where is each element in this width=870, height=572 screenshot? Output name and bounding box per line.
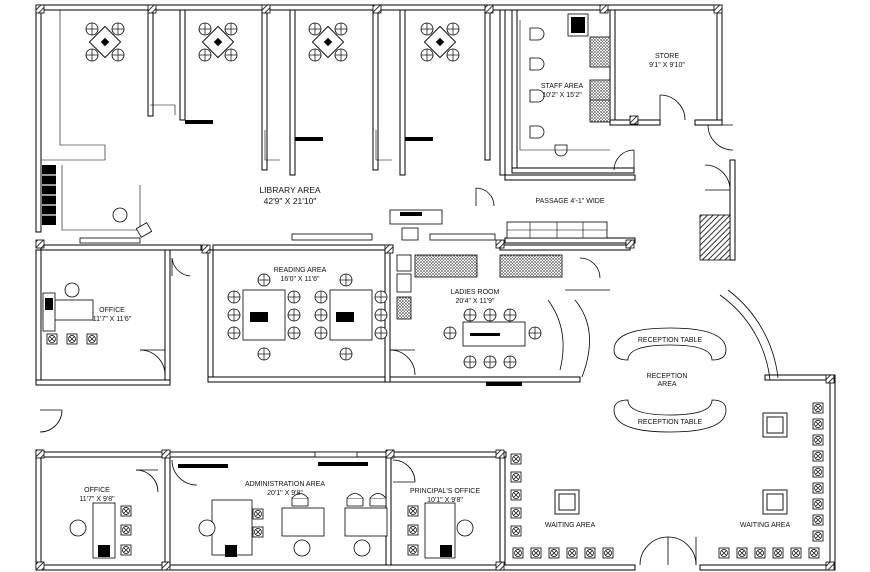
reading-furniture [227,273,416,376]
staff-name: STAFF AREA [541,83,584,90]
library-furniture [41,10,496,244]
office-bottom-dims: 11'7" X 9'8" [79,496,115,503]
outer-walls [35,4,836,571]
reading-dims: 16'0" X 11'6" [280,276,320,283]
office-top-dims: 11'7" X 11'6" [93,316,132,323]
staff-furniture [519,13,686,171]
admin-dims: 20'1" X 9'8" [267,490,303,497]
reception-table-bottom: RECEPTION TABLE [638,419,703,426]
office-top-name: OFFICE [99,307,125,314]
waiting-right-label: WAITING AREA [740,522,791,529]
store-name: STORE [655,53,679,60]
pillars [35,4,835,571]
principal-name: PRINCIPAL'S OFFICE [410,488,480,495]
reading-name: READING AREA [274,267,327,274]
principal-dims: 10'1" X 9'8" [427,497,463,504]
library-dims: 42'9" X 21'10" [264,196,317,206]
reception-table-top: RECEPTION TABLE [638,337,703,344]
principal-furniture [392,459,474,559]
office-top-furniture [39,257,191,433]
reception-name-2: AREA [657,381,676,388]
passage [506,124,734,239]
library-name: LIBRARY AREA [259,185,320,195]
reception-furniture [613,289,779,433]
reception-seating [510,402,824,566]
ladies-dims: 20'4" X 11'9" [455,298,495,305]
admin-furniture [171,451,388,557]
reception-name: RECEPTION [647,373,688,380]
internal-walls [35,9,723,566]
ladies-furniture [396,254,610,386]
ladies-name: LADIES ROOM [451,289,500,296]
admin-name: ADMINISTRATION AREA [245,481,325,488]
passage-name: PASSAGE 4'-1" WIDE [535,198,604,205]
store-dims: 9'1" X 9'10" [649,62,685,69]
office-bottom-name: OFFICE [84,487,110,494]
room-labels: LIBRARY AREA 42'9" X 21'10" STORE 9'1" X… [79,53,790,529]
waiting-left-label: WAITING AREA [545,522,596,529]
office-bottom-furniture [69,469,159,559]
staff-dims: 10'2" X 15'2" [542,92,582,99]
